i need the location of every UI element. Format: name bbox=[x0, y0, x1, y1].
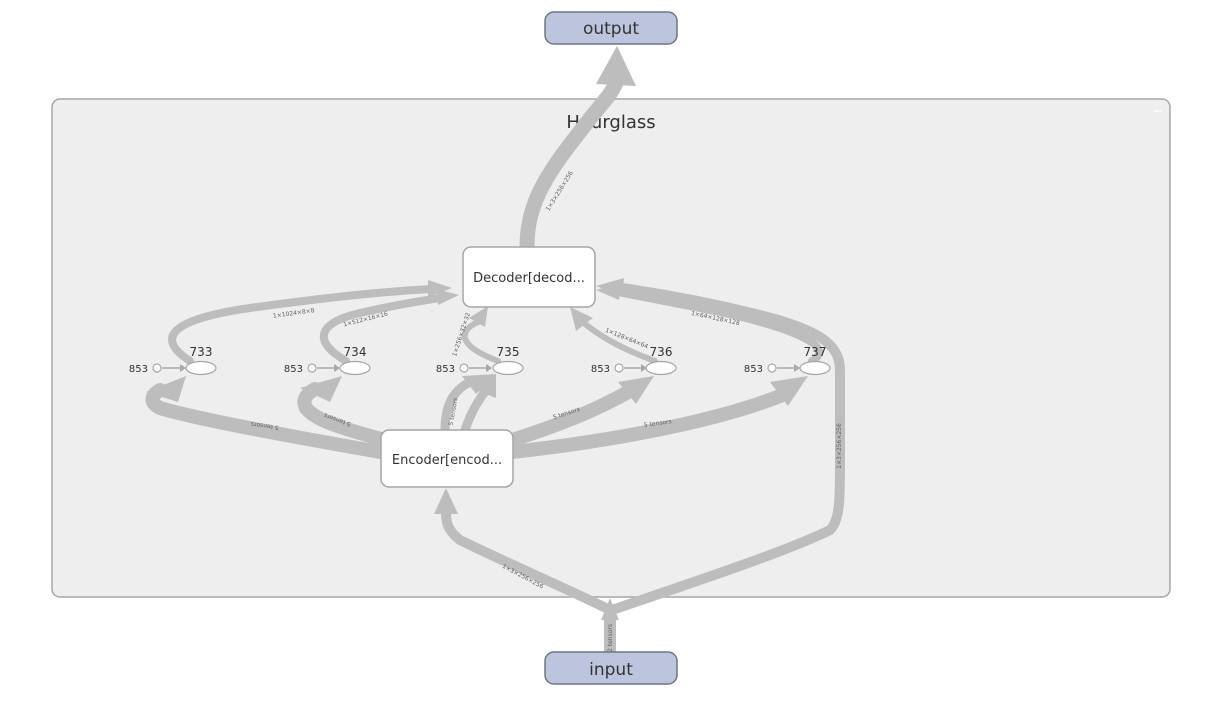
op-737-const-label: 853 bbox=[744, 364, 763, 375]
edge-label-input-decoder: 1×3×256×256 bbox=[836, 423, 843, 469]
const-icon bbox=[767, 363, 777, 373]
op-734-label: 734 bbox=[344, 345, 367, 359]
op-733-const-label: 853 bbox=[129, 364, 148, 375]
output-node-label: output bbox=[583, 19, 639, 39]
hourglass-group-box[interactable] bbox=[51, 98, 1171, 598]
op-node-736[interactable]: 853 736 bbox=[591, 345, 677, 376]
edge-label-input-in: 2 tensors bbox=[607, 624, 614, 652]
op-node-735[interactable]: 853 735 bbox=[436, 345, 524, 376]
decoder-node[interactable]: Decoder[decod... bbox=[462, 246, 596, 308]
output-node[interactable]: output bbox=[544, 11, 678, 45]
edge-encoder-735a: 5 tensors bbox=[440, 374, 496, 435]
op-735-label: 735 bbox=[497, 345, 520, 359]
op-node-734[interactable]: 853 734 bbox=[284, 345, 371, 376]
op-735-const-label: 853 bbox=[436, 364, 455, 375]
edge-label-encoder-737: 5 tensors bbox=[643, 418, 672, 429]
op-733-label: 733 bbox=[190, 345, 213, 359]
input-node[interactable]: input bbox=[544, 651, 678, 685]
decoder-node-label: Decoder[decod... bbox=[473, 271, 585, 286]
op-736-const-label: 853 bbox=[591, 364, 610, 375]
op-737-label: 737 bbox=[804, 345, 827, 359]
op-node-733[interactable]: 853 733 bbox=[129, 345, 217, 376]
edge-label-encoder-735: 5 tensors bbox=[448, 397, 460, 426]
op-node-737[interactable]: 853 737 bbox=[744, 345, 831, 376]
edge-encoder-737: 5 tensors bbox=[505, 376, 808, 459]
encoder-node-label: Encoder[encod... bbox=[392, 453, 502, 468]
arrowhead bbox=[596, 46, 636, 86]
const-icon bbox=[307, 363, 317, 373]
edge-input-in: 2 tensors bbox=[601, 598, 619, 656]
edge-encoder-735b bbox=[460, 374, 496, 435]
op-736-label: 736 bbox=[650, 345, 673, 359]
edge-label-encoder-733: 5 tensors bbox=[250, 420, 279, 431]
encoder-node[interactable]: Encoder[encod... bbox=[380, 429, 514, 488]
const-icon bbox=[152, 363, 162, 373]
const-icon bbox=[614, 363, 624, 373]
op-734-const-label: 853 bbox=[284, 364, 303, 375]
hourglass-group[interactable]: Hourglass bbox=[51, 98, 1171, 598]
edge-input-decoder: 1×3×256×256 bbox=[596, 278, 845, 615]
const-icon bbox=[459, 363, 469, 373]
edge-encoder-733: 5 tensors bbox=[145, 376, 387, 459]
input-node-label: input bbox=[589, 660, 633, 680]
